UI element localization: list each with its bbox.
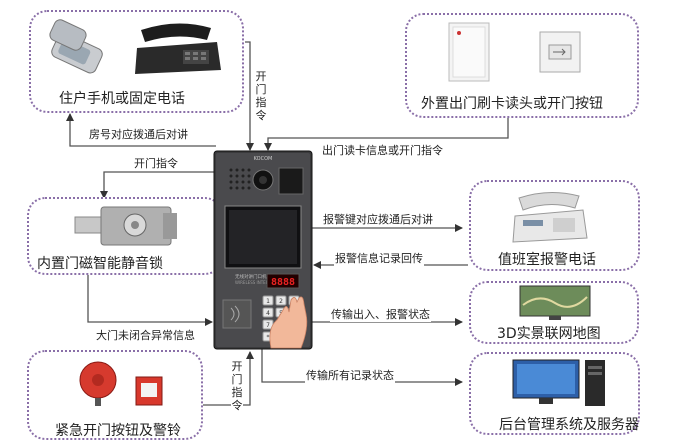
map-3d-box: 3D实景联网地图 xyxy=(469,281,639,344)
keypad-key xyxy=(262,307,274,318)
label-transfer-records: 传输所有记录状态 xyxy=(305,367,395,383)
svg-text:8888: 8888 xyxy=(271,277,295,288)
panel-caption-2: WIRELESS INTERCOM xyxy=(235,280,278,285)
duty-phone-icon xyxy=(512,192,588,243)
keypad-key-label: 4 xyxy=(266,310,270,317)
label-open-cmd-top: 开门指令 xyxy=(255,70,267,122)
intercom-panel: KOCOM 无线对讲门口机 WIRELESS INTERCOM 8888 123… xyxy=(213,150,313,350)
alarm-bell-icon xyxy=(79,361,117,406)
duty-phone-label: 值班室报警电话 xyxy=(498,252,596,268)
server-computer-icon xyxy=(512,359,605,406)
label-exit-card: 出门读卡信息或开门指令 xyxy=(321,142,444,158)
pointing-hand xyxy=(269,296,308,349)
exit-reader-box: 外置出门刷卡读头或开门按钮 xyxy=(405,13,639,118)
server-box: 后台管理系统及服务器 xyxy=(469,352,640,435)
keypad-key-label: 7 xyxy=(266,322,270,329)
label-alarm-key: 报警键对应拨通后对讲 xyxy=(322,211,434,227)
keypad-key-label: 2 xyxy=(279,298,283,305)
panel-brand: KOCOM xyxy=(254,156,273,162)
exit-button-icon xyxy=(539,31,581,73)
keypad-key xyxy=(275,295,287,306)
card-reader-icon xyxy=(448,22,490,82)
edge-transfer-records xyxy=(261,346,463,386)
door-lock-icon xyxy=(74,206,177,246)
emergency-button-icon xyxy=(135,376,163,406)
edge-open-cmd-bottom xyxy=(200,351,254,406)
door-lock-box: 内置门磁智能静音锁 xyxy=(27,197,223,275)
label-room-dial: 房号对应拨通后对讲 xyxy=(88,126,189,142)
panel-caption-1: 无线对讲门口机 xyxy=(235,273,267,280)
flip-phone-icon xyxy=(49,19,103,74)
resident-phone-box: 住户手机或固定电话 xyxy=(29,10,244,113)
edge-room-dial xyxy=(66,113,216,147)
label-open-cmd-bottom: 开门指令 xyxy=(231,360,243,412)
card-reader-area xyxy=(222,299,252,329)
server-label: 后台管理系统及服务器 xyxy=(499,417,639,433)
map-screen-icon xyxy=(519,285,591,320)
emergency-box: 紧急开门按钮及警铃 xyxy=(27,350,203,440)
edge-door-unclosed xyxy=(87,270,213,326)
label-transfer-alarm: 传输出入、报警状态 xyxy=(330,306,431,322)
desk-phone-icon xyxy=(135,23,221,74)
label-alarm-record: 报警信息记录回传 xyxy=(334,250,424,266)
speaker-grille xyxy=(229,168,251,190)
label-door-unclosed: 大门未闭合异常信息 xyxy=(95,327,196,343)
emergency-label: 紧急开门按钮及警铃 xyxy=(55,423,181,439)
keypad-key-label: 1 xyxy=(266,298,270,305)
resident-phone-label: 住户手机或固定电话 xyxy=(59,91,185,107)
panel-led-display xyxy=(266,273,300,289)
keypad-key-label: * xyxy=(267,334,270,341)
duty-phone-box: 值班室报警电话 xyxy=(469,180,640,271)
label-open-cmd-lock: 开门指令 xyxy=(133,155,179,171)
edge-exit-card xyxy=(264,118,509,151)
exit-reader-label: 外置出门刷卡读头或开门按钮 xyxy=(421,96,603,112)
edge-open-cmd-lock xyxy=(100,171,216,199)
keypad-key xyxy=(262,295,274,306)
map-3d-label: 3D实景联网地图 xyxy=(497,326,601,342)
door-lock-label: 内置门磁智能静音锁 xyxy=(37,256,163,272)
edge-open-cmd-top xyxy=(245,41,254,151)
